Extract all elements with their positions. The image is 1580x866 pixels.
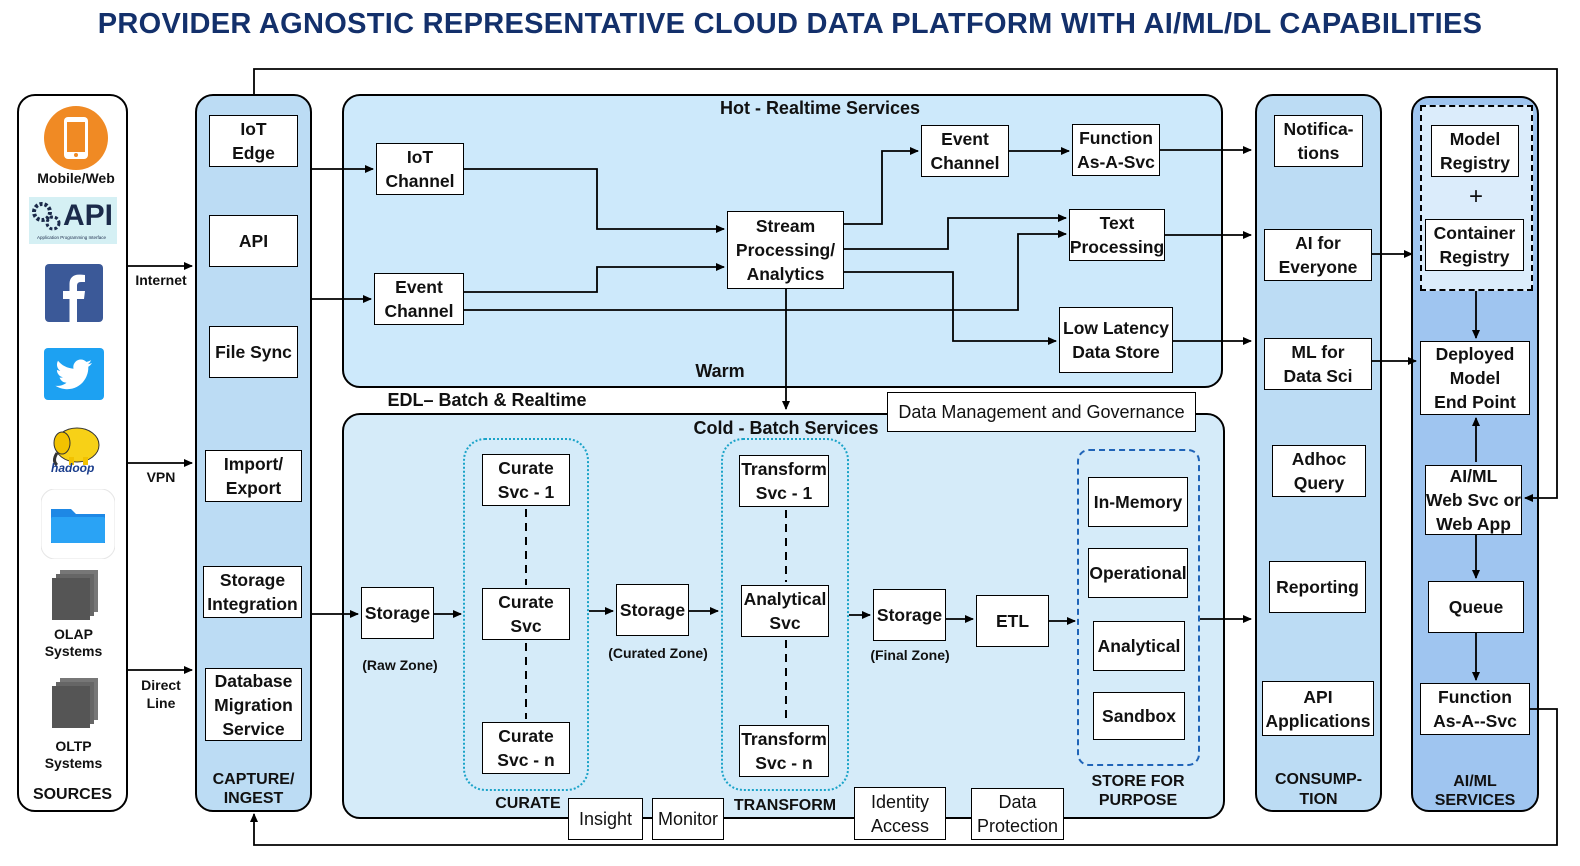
aiml-web-svc-box: AI/ML Web Svc or Web App xyxy=(1425,465,1522,535)
direct-line-label: Direct Line xyxy=(141,677,181,711)
transform-svc-n-box: Transform Svc - n xyxy=(739,725,829,777)
queue-box: Queue xyxy=(1428,581,1524,633)
file-sync-box: File Sync xyxy=(209,326,298,378)
low-latency-store-box: Low Latency Data Store xyxy=(1059,307,1173,373)
sandbox-box: Sandbox xyxy=(1093,692,1185,740)
function-as-a-svc-box: Function As-A-Svc xyxy=(1072,124,1160,176)
deployed-model-endpoint-box: Deployed Model End Point xyxy=(1420,341,1530,415)
stream-processing-box: Stream Processing/ Analytics xyxy=(727,211,844,289)
edl-label: EDL– Batch & Realtime xyxy=(387,390,587,410)
container-registry-box: Container Registry xyxy=(1425,219,1524,271)
olap-label: OLAP Systems xyxy=(44,626,103,659)
curate-label: CURATE xyxy=(495,795,561,812)
consumption-label: CONSUMP- TION xyxy=(1274,771,1363,808)
curate-svc-1-box: Curate Svc - 1 xyxy=(482,454,570,506)
event-channel-in-box: Event Channel xyxy=(374,273,464,325)
monitor-box: Monitor xyxy=(652,798,724,840)
ai-for-everyone-box: AI for Everyone xyxy=(1264,229,1372,281)
transform-group xyxy=(721,438,849,791)
sources-label: SOURCES xyxy=(32,786,113,803)
import-export-box: Import/ Export xyxy=(205,450,302,502)
hadoop-text: hadoop xyxy=(51,461,95,475)
transform-svc-1-box: Transform Svc - 1 xyxy=(739,455,829,507)
api-applications-box: API Applications xyxy=(1262,681,1374,736)
storage-integration-box: Storage Integration xyxy=(203,566,302,618)
oltp-label: OLTP Systems xyxy=(44,738,103,771)
files-folder-icon xyxy=(40,488,116,560)
hot-services-title: Hot - Realtime Services xyxy=(719,98,921,118)
data-protection-box: Data Protection xyxy=(971,788,1064,840)
storage-final-box: Storage xyxy=(873,589,946,641)
iot-edge-box: IoT Edge xyxy=(209,115,298,167)
iot-channel-box: IoT Channel xyxy=(376,143,464,195)
etl-box: ETL xyxy=(976,595,1049,647)
curated-zone-label: (Curated Zone) xyxy=(608,645,708,661)
page-title: PROVIDER AGNOSTIC REPRESENTATIVE CLOUD D… xyxy=(97,8,1483,40)
reporting-box: Reporting xyxy=(1269,561,1366,613)
aiml-services-label: AI/ML SERVICES xyxy=(1434,773,1516,809)
data-governance-box: Data Management and Governance xyxy=(887,392,1196,432)
analytical-box: Analytical xyxy=(1093,621,1185,671)
mobile-web-label: Mobile/Web xyxy=(37,170,115,186)
final-zone-label: (Final Zone) xyxy=(870,647,950,663)
hadoop-elephant-icon: hadoop xyxy=(47,423,105,478)
twitter-icon xyxy=(44,348,104,400)
storage-curated-box: Storage xyxy=(616,584,689,636)
api-box: API xyxy=(209,215,298,267)
api-logo-icon: API Application Programming Interface xyxy=(29,197,117,244)
oltp-stack-icon xyxy=(50,676,100,731)
curate-svc-box: Curate Svc xyxy=(482,588,570,640)
database-migration-box: Database Migration Service xyxy=(205,668,302,741)
mobile-phone-icon xyxy=(43,105,109,171)
facebook-icon xyxy=(45,264,103,322)
capture-ingest-label: CAPTURE/ INGEST xyxy=(212,771,295,807)
in-memory-box: In-Memory xyxy=(1088,477,1188,527)
plus-icon: + xyxy=(1468,183,1483,210)
analytical-svc-box: Analytical Svc xyxy=(741,585,829,637)
api-logo-text: API xyxy=(63,199,114,232)
transform-label: TRANSFORM xyxy=(733,797,837,814)
store-for-purpose-label: STORE FOR PURPOSE xyxy=(1091,773,1185,809)
curate-svc-n-box: Curate Svc - n xyxy=(482,722,570,774)
curate-group xyxy=(463,438,589,791)
identity-access-box: Identity Access xyxy=(854,787,946,840)
ml-for-data-sci-box: ML for Data Sci xyxy=(1264,338,1372,390)
cold-services-title: Cold - Batch Services xyxy=(693,418,879,438)
model-registry-box: Model Registry xyxy=(1431,125,1519,177)
raw-zone-label: (Raw Zone) xyxy=(362,657,438,673)
warm-label: Warm xyxy=(695,361,745,381)
store-for-purpose-group xyxy=(1077,449,1200,766)
internet-label: Internet xyxy=(135,272,187,288)
vpn-label: VPN xyxy=(146,469,176,485)
olap-stack-icon xyxy=(50,568,100,623)
text-processing-box: Text Processing xyxy=(1069,209,1165,261)
insight-box: Insight xyxy=(568,798,643,840)
notifications-box: Notifica- tions xyxy=(1274,115,1363,167)
adhoc-query-box: Adhoc Query xyxy=(1272,445,1366,497)
aiml-function-box: Function As-A--Svc xyxy=(1420,683,1530,735)
storage-raw-box: Storage xyxy=(361,587,434,639)
event-channel-out-box: Event Channel xyxy=(921,125,1009,177)
api-logo-subtext: Application Programming Interface xyxy=(37,235,107,240)
operational-box: Operational xyxy=(1088,548,1188,598)
